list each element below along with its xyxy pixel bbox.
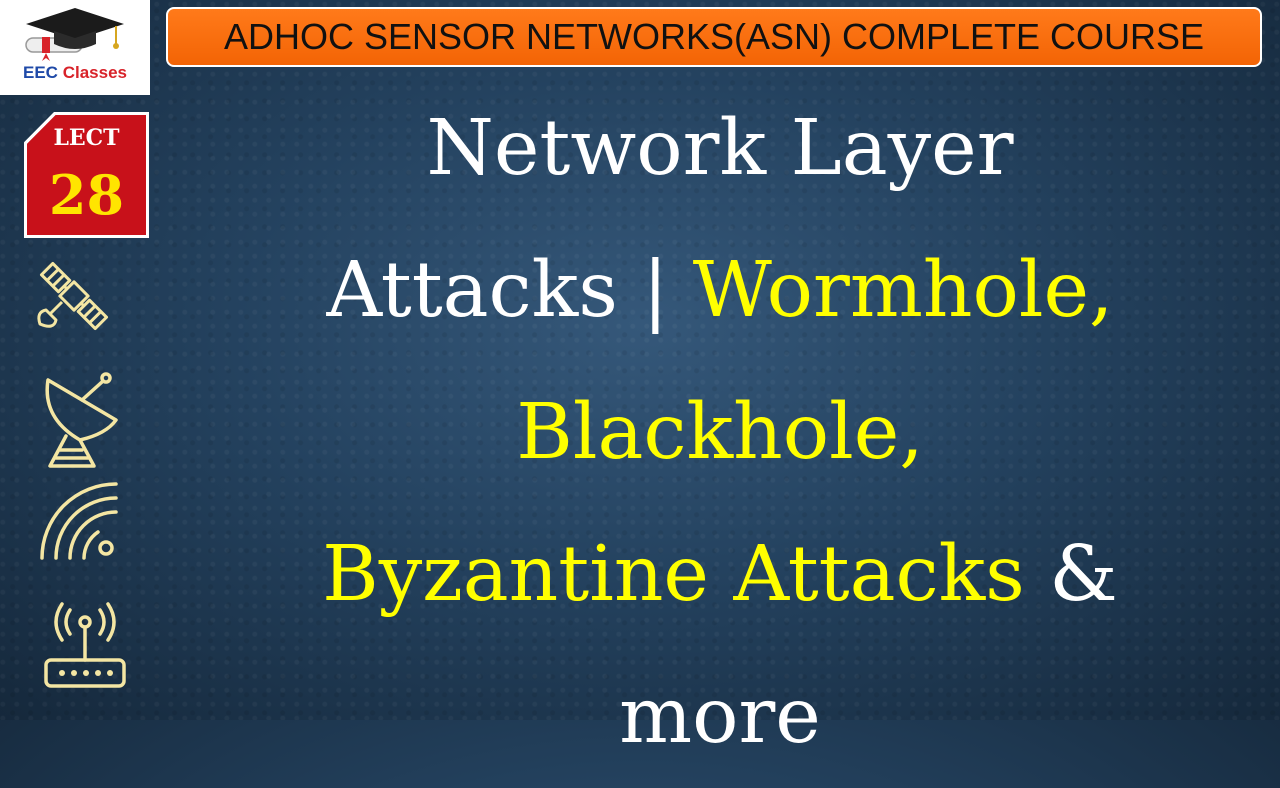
logo: EEC Classes: [0, 0, 150, 95]
title-text-byzantine: Byzantine Attacks: [322, 530, 1025, 619]
logo-word-classes: Classes: [62, 63, 127, 82]
satellite-dish-icon: [45, 372, 118, 468]
lecture-number: 28: [48, 163, 125, 227]
title-text-more: more: [619, 672, 821, 761]
wireless-router-icon: [44, 602, 126, 688]
title-line-1: Network Layer: [160, 78, 1280, 220]
title-text-attacks: Attacks |: [326, 246, 693, 335]
title-text-wormhole: Wormhole,: [692, 246, 1114, 335]
logo-text: EEC Classes: [0, 63, 150, 83]
title-text-network-layer: Network Layer: [426, 104, 1014, 193]
video-title: Network Layer Attacks | Wormhole, Blackh…: [160, 78, 1280, 788]
title-text-blackhole: Blackhole,: [516, 388, 924, 477]
title-line-3: Blackhole,: [160, 362, 1280, 504]
graduation-cap-icon: [25, 8, 124, 61]
title-line-5: more: [160, 646, 1280, 788]
title-line-4: Byzantine Attacks &: [160, 504, 1280, 646]
satellite-icon: [37, 261, 109, 331]
logo-word-eec: EEC: [23, 63, 58, 82]
title-line-2: Attacks | Wormhole,: [160, 220, 1280, 362]
wifi-signal-icon: [40, 482, 118, 560]
course-banner: ADHOC SENSOR NETWORKS(ASN) COMPLETE COUR…: [166, 7, 1262, 67]
lecture-badge: LECT 28: [24, 112, 149, 238]
lecture-label: LECT: [53, 125, 120, 151]
title-text-ampersand: &: [1024, 530, 1118, 619]
